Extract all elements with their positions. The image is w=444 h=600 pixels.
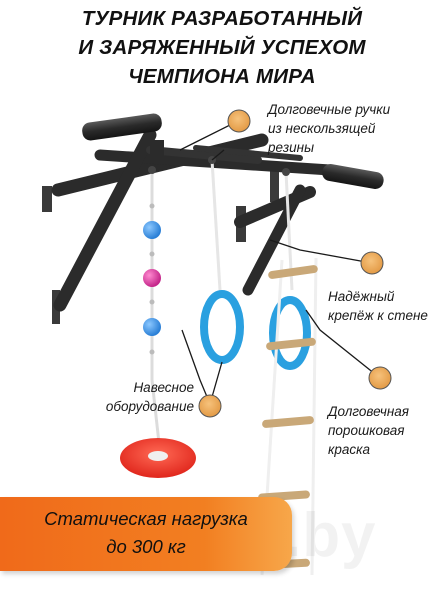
banner-line-1: Статическая нагрузка bbox=[44, 508, 248, 529]
callout-handles-line-2: из нескользящей bbox=[268, 121, 376, 136]
disc-swing bbox=[120, 379, 196, 478]
bead-pink bbox=[143, 269, 161, 287]
ring-left bbox=[200, 290, 244, 364]
rubber-handles bbox=[82, 113, 384, 189]
title-line-1: ТУРНИК РАЗРАБОТАННЫЙ bbox=[81, 7, 363, 30]
bead-blue-top bbox=[143, 221, 161, 239]
callout-paint-line-3: краска bbox=[328, 442, 371, 457]
banner-text: Статическая нагрузка до 300 кг bbox=[0, 505, 292, 561]
callout-equipment-line-1: Навесное bbox=[133, 380, 194, 395]
ring-right bbox=[269, 296, 311, 370]
wall-brackets bbox=[42, 170, 279, 324]
dot-marker-icon bbox=[227, 109, 251, 133]
callout-paint: Долговечная порошковая краска bbox=[328, 402, 409, 459]
callout-handles-line-3: резины bbox=[268, 140, 315, 155]
title-line-2: И ЗАРЯЖЕННЫЙ УСПЕХОМ bbox=[78, 36, 366, 59]
callout-equipment: Навесное оборудование bbox=[84, 378, 194, 416]
callout-paint-line-2: порошковая bbox=[328, 423, 405, 438]
dot-marker-icon bbox=[368, 366, 392, 390]
callout-equipment-line-2: оборудование bbox=[105, 399, 194, 414]
title-line-3: ЧЕМПИОНА МИРА bbox=[128, 65, 316, 88]
dot-marker-icon bbox=[360, 251, 384, 275]
dot-marker-icon bbox=[198, 394, 222, 418]
banner-line-2: до 300 кг bbox=[106, 536, 186, 557]
callout-paint-line-1: Долговечная bbox=[328, 404, 409, 419]
callout-handles-line-1: Долговечные ручки bbox=[268, 102, 391, 117]
gymnastic-rings bbox=[200, 156, 311, 370]
load-banner: Статическая нагрузка до 300 кг bbox=[0, 497, 292, 571]
page-title: ТУРНИК РАЗРАБОТАННЫЙ И ЗАРЯЖЕННЫЙ УСПЕХО… bbox=[0, 4, 444, 91]
callout-mount-line-2: крепёж к стене bbox=[328, 308, 428, 323]
callout-mount-line-1: Надёжный bbox=[328, 289, 395, 304]
callout-mount: Надёжный крепёж к стене bbox=[328, 287, 428, 325]
callout-markers bbox=[198, 109, 392, 418]
callout-handles: Долговечные ручки из нескользящей резины bbox=[268, 100, 390, 157]
pullup-frame bbox=[51, 128, 336, 312]
bead-blue-bottom bbox=[143, 318, 161, 336]
climbing-rope bbox=[143, 166, 161, 380]
